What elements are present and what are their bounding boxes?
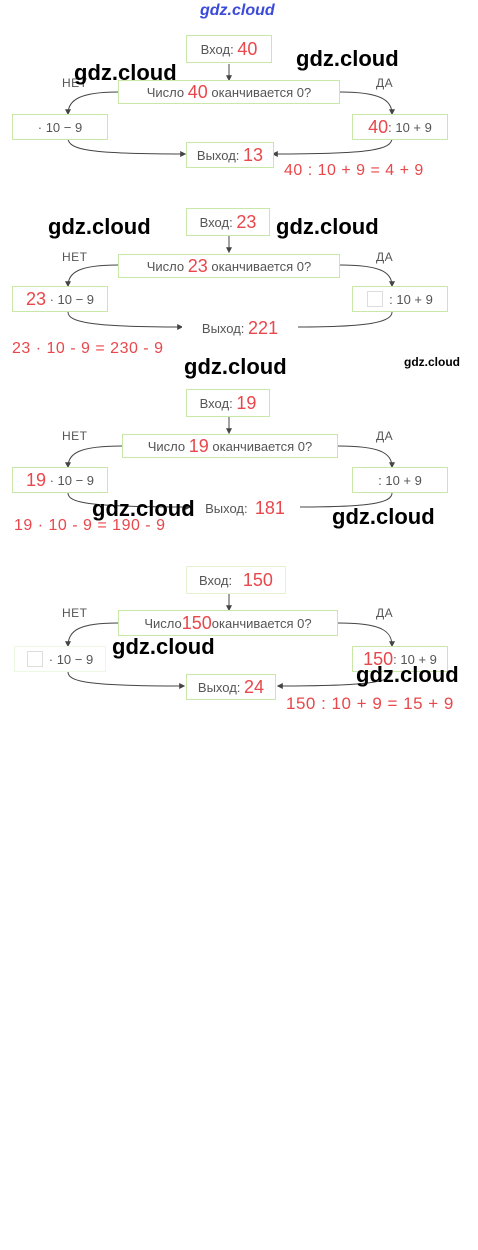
- right-expression: : 10 + 9: [393, 651, 437, 667]
- right-operation-box: 150 : 10 + 9: [352, 646, 448, 672]
- left-expression: · 10 − 9: [49, 472, 95, 488]
- left-expression: · 10 − 9: [49, 291, 95, 307]
- condition-box: Число 40 оканчивается 0?: [118, 80, 340, 104]
- right-value: 40: [368, 116, 389, 137]
- condition-prefix: Число: [144, 615, 182, 631]
- left-operation-box: 19 · 10 − 9: [12, 467, 108, 493]
- left-value: 23: [25, 288, 46, 309]
- input-label: Вход:: [199, 395, 233, 411]
- condition-suffix: оканчивается 0?: [211, 258, 312, 274]
- flowchart-1-arrows: [65, 64, 395, 157]
- input-box: Вход: 40: [186, 35, 272, 63]
- input-value: 40: [237, 38, 258, 59]
- no-label: НЕТ: [62, 250, 88, 264]
- right-expression: : 10 + 9: [388, 119, 432, 135]
- output-label: Выход:: [205, 500, 248, 516]
- input-value: 150: [242, 569, 273, 590]
- condition-prefix: Число: [146, 258, 185, 274]
- condition-prefix: Число: [146, 84, 185, 100]
- watermark-top: gdz.cloud: [200, 2, 275, 19]
- condition-box: Число 150 оканчивается 0?: [118, 610, 338, 636]
- yes-label: ДА: [376, 606, 394, 620]
- flowchart-3: Вход: 19 Число 19 оканчивается 0? НЕТ ДА…: [0, 355, 478, 1075]
- no-label: НЕТ: [62, 429, 88, 443]
- left-expression: · 10 − 9: [48, 651, 94, 667]
- left-expression: · 10 − 9: [37, 119, 83, 135]
- condition-suffix: оканчивается 0?: [211, 615, 312, 631]
- condition-value: 40: [187, 81, 208, 102]
- watermark: gdz.cloud: [184, 354, 287, 379]
- flowchart-2: Вход: 23 Число 23 оканчивается 0? НЕТ ДА…: [0, 172, 478, 892]
- left-operation-box: · 10 − 9: [14, 646, 106, 672]
- right-operation-box: : 10 + 9: [352, 286, 448, 312]
- condition-suffix: оканчивается 0?: [212, 438, 313, 454]
- flowchart-4-arrows: [65, 594, 395, 689]
- input-label: Вход:: [199, 572, 233, 588]
- input-box: Вход: 150: [186, 566, 286, 594]
- watermark: gdz.cloud: [332, 504, 435, 529]
- flowchart-3-arrows: [65, 417, 395, 510]
- flowchart-2-arrows: [65, 236, 395, 330]
- solution-equation: 19 · 10 - 9 = 190 - 9: [14, 517, 166, 534]
- flowchart-4: Вход: 150 Число 150 оканчивается 0? НЕТ …: [0, 530, 478, 1250]
- right-expression: : 10 + 9: [378, 472, 422, 488]
- output-label: Выход:: [196, 147, 240, 163]
- condition-suffix: оканчивается 0?: [211, 84, 312, 100]
- output-value: 181: [254, 497, 285, 518]
- yes-label: ДА: [376, 76, 394, 90]
- right-expression: : 10 + 9: [389, 291, 433, 307]
- input-box: Вход: 23: [186, 208, 270, 236]
- flowchart-1: Вход: 40 Число 40 оканчивается 0? НЕТ ДА…: [12, 35, 448, 179]
- input-value: 23: [236, 211, 257, 232]
- solution-equation: 23 · 10 - 9 = 230 - 9: [12, 340, 164, 357]
- solution-equation: 150 : 10 + 9 = 15 + 9: [286, 694, 454, 713]
- watermark: gdz.cloud: [92, 496, 195, 521]
- right-value: 150: [363, 648, 394, 669]
- output-label: Выход:: [201, 320, 245, 336]
- yes-label: ДА: [376, 250, 394, 264]
- condition-value: 23: [187, 255, 208, 276]
- empty-slot-icon: [367, 291, 384, 307]
- right-operation-box: 40 : 10 + 9: [352, 114, 448, 140]
- watermark: gdz.cloud: [276, 214, 379, 239]
- yes-label: ДА: [376, 429, 394, 443]
- watermark: gdz.cloud: [356, 662, 459, 687]
- watermark: gdz.cloud: [404, 355, 460, 369]
- right-operation-box: : 10 + 9: [352, 467, 448, 493]
- output-box: Выход: 221: [182, 315, 298, 341]
- output-label: Выход:: [197, 679, 241, 695]
- input-label: Вход:: [200, 41, 234, 57]
- input-box: Вход: 19: [186, 389, 270, 417]
- condition-value: 150: [181, 612, 212, 633]
- output-value: 24: [244, 676, 265, 697]
- watermark: gdz.cloud: [74, 60, 177, 85]
- condition-box: Число 23 оканчивается 0?: [118, 254, 340, 278]
- output-box: Выход: 13: [186, 142, 274, 168]
- input-label: Вход:: [199, 214, 233, 230]
- empty-slot-icon: [26, 651, 43, 667]
- no-label: НЕТ: [62, 76, 88, 90]
- output-value: 221: [248, 317, 279, 338]
- output-value: 13: [243, 144, 264, 165]
- condition-box: Число 19 оканчивается 0?: [122, 434, 338, 458]
- watermark: gdz.cloud: [296, 46, 399, 71]
- left-operation-box: · 10 − 9: [12, 114, 108, 140]
- input-value: 19: [236, 392, 257, 413]
- no-label: НЕТ: [62, 606, 88, 620]
- condition-prefix: Число: [147, 438, 186, 454]
- left-operation-box: 23 · 10 − 9: [12, 286, 108, 312]
- solution-equation: 40 : 10 + 9 = 4 + 9: [284, 162, 424, 179]
- output-box: Выход: 181: [190, 495, 300, 521]
- condition-value: 19: [188, 435, 209, 456]
- left-value: 19: [25, 469, 46, 490]
- output-box: Выход: 24: [186, 674, 276, 700]
- watermark: gdz.cloud: [112, 634, 215, 659]
- watermark: gdz.cloud: [48, 214, 151, 239]
